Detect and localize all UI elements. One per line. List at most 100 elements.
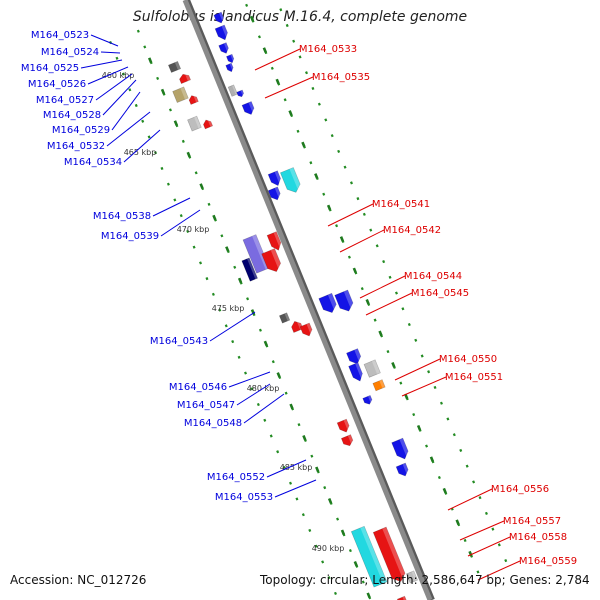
guide-dot (271, 360, 275, 364)
gene-label-left: M164_0525 (21, 63, 79, 74)
tick-mark (302, 435, 307, 441)
gene-block (334, 289, 356, 312)
guide-dot (285, 23, 289, 28)
guide-dot (284, 391, 288, 395)
guide-dot (314, 544, 318, 548)
guide-dot (420, 354, 424, 358)
guide-dot (141, 119, 145, 123)
leader-line (467, 536, 511, 557)
gene-block (241, 101, 256, 115)
leader-line (100, 51, 121, 54)
tick-mark (429, 456, 435, 463)
gene-label-right: M164_0535 (312, 72, 370, 83)
gene-block (179, 72, 191, 84)
tick-mark (353, 560, 358, 567)
tick-mark (442, 487, 447, 494)
guide-dot (373, 318, 377, 322)
leader-line (254, 48, 301, 71)
scale-label: 470 kbp (177, 225, 210, 234)
gene-block (279, 167, 303, 193)
tick-mark (199, 183, 204, 189)
guide-dot (414, 338, 418, 342)
guide-dot (465, 464, 469, 468)
gene-label-left: M164_0524 (41, 47, 99, 58)
gene-label-right: M164_0557 (503, 516, 561, 527)
guide-dot (192, 245, 196, 249)
guide-dot (297, 423, 301, 427)
tick-mark (249, 15, 255, 22)
guide-dot (425, 444, 429, 448)
guide-dot (298, 55, 302, 59)
leader-line (359, 275, 406, 299)
guide-dot (166, 182, 170, 186)
guide-dot (134, 103, 138, 108)
tick-mark (365, 299, 370, 305)
tick-mark (237, 277, 243, 284)
tick-mark (275, 78, 280, 85)
gene-block (372, 379, 386, 392)
guide-dot (478, 496, 482, 500)
tick-mark (147, 57, 153, 63)
guide-dot (491, 527, 495, 531)
guide-dot (484, 511, 488, 515)
guide-dot (356, 197, 360, 201)
guide-dot (375, 244, 379, 248)
gene-block (391, 437, 411, 460)
guide-dot (256, 402, 260, 407)
scale-label: 460 kbp (102, 71, 135, 80)
scale-label: 485 kbp (280, 463, 313, 472)
guide-dot (245, 3, 249, 7)
gene-label-left: M164_0527 (36, 95, 94, 106)
guide-dot (321, 560, 325, 564)
guide-dot (258, 328, 262, 332)
scale-label: 475 kbp (212, 304, 245, 313)
guide-dot (472, 480, 476, 484)
guide-dot (343, 165, 347, 169)
guide-dot (154, 151, 158, 155)
guide-dot (250, 387, 254, 391)
guide-dot (199, 261, 203, 265)
gene-block (261, 248, 283, 272)
guide-dot (452, 433, 456, 437)
leader-line (106, 111, 151, 147)
guide-dot (211, 292, 215, 296)
gene-label-left: M164_0547 (177, 400, 235, 411)
gene-block (241, 257, 258, 282)
guide-dot (324, 118, 328, 122)
tick-mark (339, 236, 345, 242)
leader-line (327, 203, 374, 227)
tick-mark (301, 141, 306, 148)
gene-block (278, 312, 291, 324)
leader-line (160, 209, 201, 237)
gene-block (267, 186, 283, 201)
scale-label: 465 kbp (124, 148, 157, 157)
guide-dot (322, 192, 326, 196)
tick-mark (289, 403, 294, 410)
gene-label-left: M164_0528 (43, 110, 101, 121)
gene-label-right: M164_0556 (491, 484, 549, 495)
guide-dot (497, 543, 501, 547)
guide-dot (168, 108, 172, 112)
gene-block (187, 115, 202, 132)
guide-dot (205, 277, 209, 281)
tick-mark (352, 267, 357, 274)
gene-block (340, 434, 355, 447)
leader-line (339, 229, 385, 253)
tick-mark (276, 372, 281, 378)
guide-dot (295, 497, 299, 501)
gene-block (227, 84, 238, 97)
guide-dot (333, 591, 337, 595)
tick-mark (416, 424, 422, 431)
accession-text: Accession: NC_012726 (10, 573, 147, 587)
gene-block (226, 53, 236, 64)
tick-mark (366, 592, 371, 599)
gene-block (348, 362, 365, 382)
guide-dot (224, 324, 228, 328)
genome-axis (182, 0, 433, 600)
gene-label-right: M164_0544 (404, 271, 462, 282)
guide-dot (186, 229, 190, 233)
guide-dot (121, 72, 125, 76)
guide-dot (173, 198, 177, 202)
guide-dot (160, 166, 164, 171)
leader-line (87, 66, 129, 85)
